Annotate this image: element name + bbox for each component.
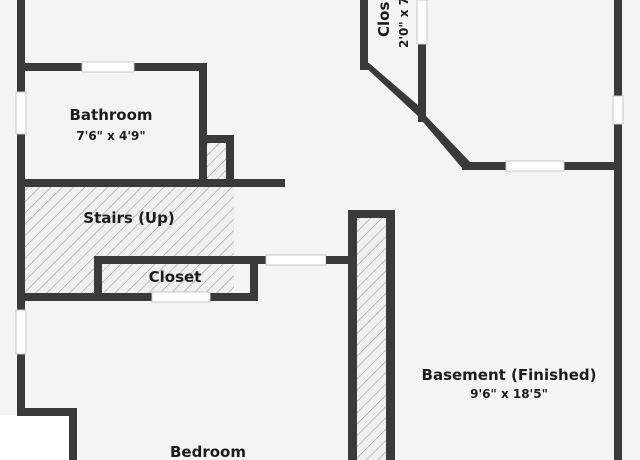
window-left-bottom bbox=[15, 309, 27, 355]
wall-column-left bbox=[348, 210, 357, 460]
wall-shaft-right bbox=[226, 135, 234, 184]
wall-bottom-left bbox=[17, 408, 77, 416]
window-left-top bbox=[15, 91, 27, 135]
wall-column-right bbox=[386, 210, 395, 460]
wall-shaft-top bbox=[199, 135, 233, 143]
wall-right-outer bbox=[614, 0, 622, 460]
wall-left-outer bbox=[17, 0, 25, 415]
wall-closet-top bbox=[94, 256, 266, 264]
wall-center bbox=[326, 256, 350, 264]
stairs-label: Stairs (Up) bbox=[83, 209, 174, 227]
column-hatch bbox=[356, 217, 386, 460]
window-closet-bottom bbox=[151, 291, 211, 303]
wall-closet-right bbox=[250, 256, 258, 301]
wall-bath-right bbox=[199, 63, 207, 184]
wall-diagonal-short bbox=[361, 63, 426, 118]
wall-bath-bottom bbox=[17, 179, 285, 187]
closet-top-dims: 2'0" x 7 bbox=[397, 0, 411, 48]
wall-topcloset-left bbox=[360, 0, 368, 70]
window-bath-top bbox=[81, 61, 135, 73]
window-right bbox=[612, 95, 624, 125]
wall-stairs-bottom bbox=[17, 293, 101, 301]
basement-label: Basement (Finished) bbox=[422, 366, 597, 384]
wall-diagonal-long bbox=[418, 116, 472, 168]
closet-label: Closet bbox=[149, 268, 202, 286]
stairs-hatch bbox=[24, 186, 234, 296]
wall-closet-left bbox=[94, 256, 102, 301]
window-right-top bbox=[505, 160, 565, 172]
wall-topcloset-right bbox=[418, 0, 426, 122]
wall-column-top bbox=[348, 210, 394, 218]
bathroom-label: Bathroom bbox=[69, 106, 152, 124]
window-center bbox=[265, 254, 327, 266]
wall-bottom-left-down bbox=[69, 408, 77, 460]
outside-notch bbox=[0, 415, 72, 460]
bedroom-label: Bedroom bbox=[170, 443, 246, 460]
shaft-hatch bbox=[207, 142, 228, 182]
closet-top-label: Clos bbox=[375, 2, 393, 37]
window-topcloset bbox=[416, 0, 428, 45]
basement-dims: 9'6" x 18'5" bbox=[470, 387, 548, 401]
bathroom-dims: 7'6" x 4'9" bbox=[76, 129, 145, 143]
